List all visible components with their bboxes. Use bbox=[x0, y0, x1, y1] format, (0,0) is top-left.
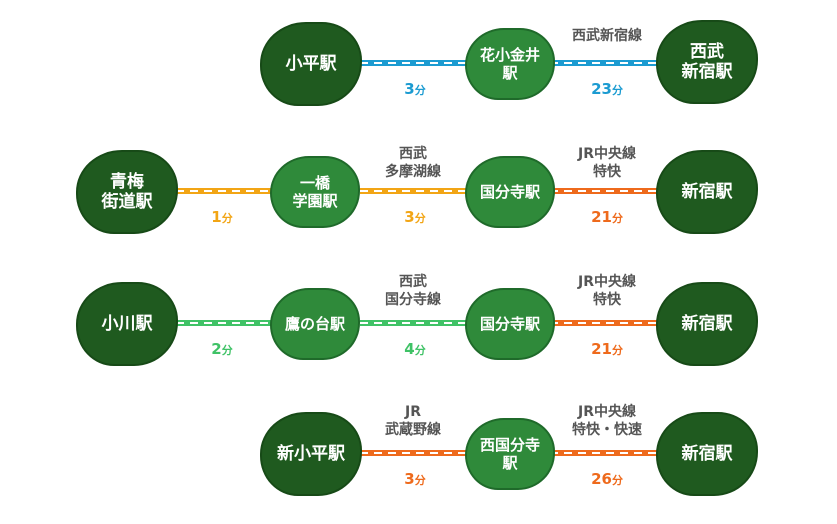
route3-line-a bbox=[360, 320, 470, 326]
route1-line-a bbox=[360, 60, 470, 66]
route2-line-walk bbox=[176, 188, 276, 194]
route3-seg1-line-name: 西武 国分寺線 bbox=[385, 274, 441, 308]
route2-transfer-station: 一橋 学園駅 bbox=[270, 156, 360, 228]
route2-seg1-line-name: 西武 多摩湖線 bbox=[385, 146, 441, 180]
route1-line-b bbox=[550, 60, 660, 66]
route2-mid-station: 国分寺駅 bbox=[465, 156, 555, 228]
route1-mid-station: 花小金井 駅 bbox=[465, 28, 555, 100]
route4-end-station: 新宿駅 bbox=[656, 412, 758, 496]
route3-seg1-time: 4分 bbox=[404, 340, 426, 358]
route3-line-b bbox=[550, 320, 660, 326]
route1-seg2-line-name: 西武新宿線 bbox=[572, 28, 642, 44]
route2-seg2-line-name: JR中央線 特快 bbox=[578, 146, 636, 180]
route1-seg2-time: 23分 bbox=[591, 80, 623, 98]
route3-mid-station: 国分寺駅 bbox=[465, 288, 555, 360]
route3-transfer-station: 鷹の台駅 bbox=[270, 288, 360, 360]
route2-line-b bbox=[550, 188, 660, 194]
route2-start-station: 青梅 街道駅 bbox=[76, 150, 178, 234]
route2-line-a bbox=[360, 188, 470, 194]
route4-seg2-line-name: JR中央線 特快・快速 bbox=[572, 404, 642, 438]
route1-end-station: 西武 新宿駅 bbox=[656, 20, 758, 104]
route2-seg2-time: 21分 bbox=[591, 208, 623, 226]
route3-seg2-time: 21分 bbox=[591, 340, 623, 358]
route1-start-station: 小平駅 bbox=[260, 22, 362, 106]
route3-start-station: 小川駅 bbox=[76, 282, 178, 366]
route3-seg2-line-name: JR中央線 特快 bbox=[578, 274, 636, 308]
route2-end-station: 新宿駅 bbox=[656, 150, 758, 234]
route3-seg0-time: 2分 bbox=[211, 340, 233, 358]
route4-line-b bbox=[550, 450, 660, 456]
route4-seg1-time: 3分 bbox=[404, 470, 426, 488]
route4-line-a bbox=[360, 450, 470, 456]
route4-seg1-line-name: JR 武蔵野線 bbox=[385, 404, 441, 438]
route4-seg2-time: 26分 bbox=[591, 470, 623, 488]
route2-seg0-time: 1分 bbox=[211, 208, 233, 226]
route3-line-walk bbox=[176, 320, 276, 326]
route3-end-station: 新宿駅 bbox=[656, 282, 758, 366]
route1-seg1-time: 3分 bbox=[404, 80, 426, 98]
route2-seg1-time: 3分 bbox=[404, 208, 426, 226]
route4-mid-station: 西国分寺 駅 bbox=[465, 418, 555, 490]
route4-start-station: 新小平駅 bbox=[260, 412, 362, 496]
